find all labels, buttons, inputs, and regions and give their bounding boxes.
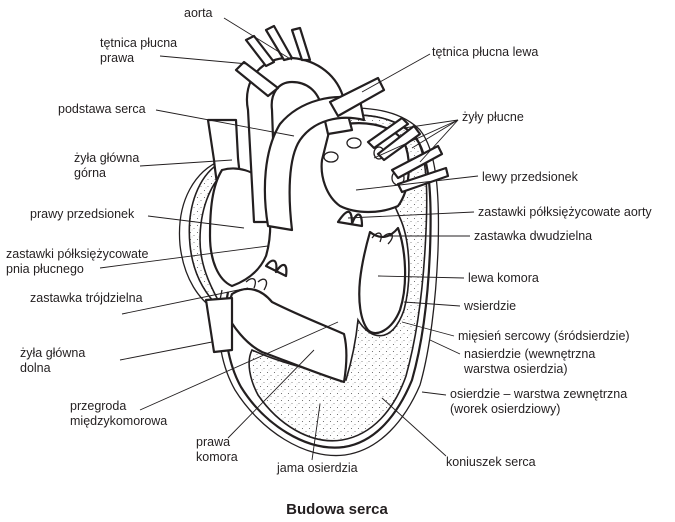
label-inferior-vena-cava: dolna	[20, 361, 51, 375]
label-heart-apex: koniuszek serca	[446, 455, 536, 469]
label-right-ventricle: prawa	[196, 435, 230, 449]
label-endocardium: wsierdzie	[463, 299, 516, 313]
label-interventricular-septum: międzykomorowa	[70, 414, 167, 428]
label-epicardium: warstwa osierdzia)	[463, 362, 568, 376]
label-epicardium: nasierdzie (wewnętrzna	[464, 347, 595, 361]
diagram-title: Budowa serca	[286, 501, 388, 518]
pulmonary-valve	[264, 259, 288, 278]
pulmonary-vein	[396, 166, 450, 194]
label-right-ventricle: komora	[196, 450, 238, 464]
heart-outer-pericardium	[217, 107, 440, 457]
label-tricuspid-valve: zastawka trójdzielna	[30, 291, 143, 305]
aortic-valve	[336, 210, 364, 228]
myocardium-left	[248, 114, 428, 442]
leader-lines	[99, 17, 479, 461]
label-myocardium: mięsień sercowy (śródsierdzie)	[458, 329, 630, 343]
label-right-pulmonary-artery: prawa	[100, 51, 134, 65]
left-atrium	[320, 122, 410, 214]
label-heart-base: podstawa serca	[58, 102, 146, 116]
label-right-pulmonary-artery: tętnica płucna	[100, 36, 177, 50]
label-pericardial-cavity: jama osierdzia	[276, 461, 358, 475]
tricuspid-valve	[245, 277, 268, 291]
label-pericardium: (worek osierdziowy)	[450, 402, 560, 416]
label-left-atrium: lewy przedsionek	[482, 170, 579, 184]
label-pulmonary-veins: żyły płucne	[462, 110, 524, 124]
left-ventricle	[358, 226, 407, 335]
label-aortic-valves: zastawki półksiężycowate aorty	[478, 205, 652, 219]
label-pericardium: osierdzie – warstwa zewnętrzna	[450, 387, 627, 401]
label-right-atrium: prawy przedsionek	[30, 207, 135, 221]
label-left-pulmonary-artery: tętnica płucna lewa	[432, 45, 538, 59]
label-aorta: aorta	[184, 6, 213, 20]
pulmonary-vein	[366, 116, 410, 150]
aorta-branch	[244, 34, 276, 68]
labels: aorta tętnica płucna prawa tętnica płucn…	[6, 6, 652, 518]
label-interventricular-septum: przegroda	[70, 399, 126, 413]
pulmonary-artery-right	[234, 60, 280, 98]
label-mitral-valve: zastawka dwudzielna	[474, 229, 592, 243]
label-pulmonary-valves: zastawki półksiężycowate	[6, 247, 148, 261]
pulmonary-vein-opening	[323, 151, 339, 163]
heart-illustration	[178, 24, 450, 457]
pulmonary-vein-opening	[346, 137, 362, 149]
mitral-valve	[371, 232, 393, 245]
pulmonary-vein	[390, 144, 444, 180]
inferior-vena-cava	[204, 296, 234, 354]
pericardium-right-side	[178, 159, 223, 311]
label-superior-vena-cava: żyła główna	[74, 151, 139, 165]
label-inferior-vena-cava: żyła główna	[20, 346, 85, 360]
label-superior-vena-cava: górna	[74, 166, 106, 180]
label-left-ventricle: lewa komora	[468, 271, 539, 285]
aorta-branch	[290, 26, 312, 62]
right-ventricle	[224, 287, 348, 384]
label-pulmonary-valves: pnia płucnego	[6, 262, 84, 276]
